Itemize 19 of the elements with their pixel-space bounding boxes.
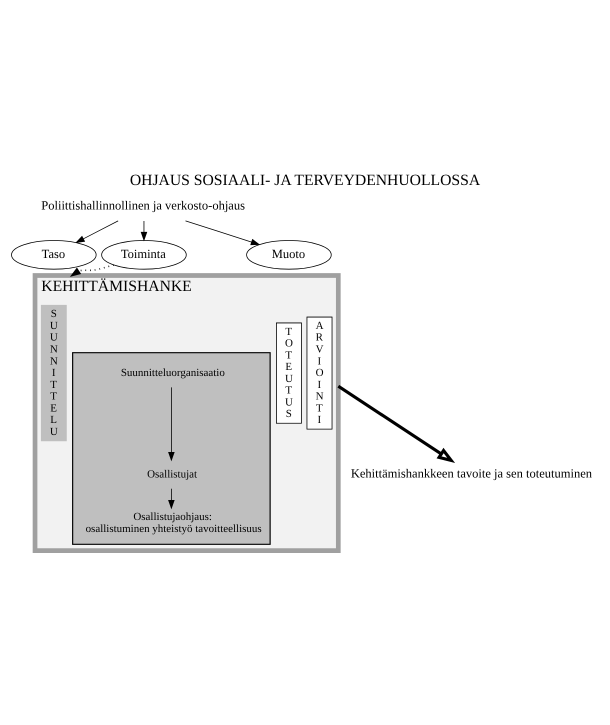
node-ellipse: Taso <box>11 240 97 270</box>
arrow <box>168 386 175 461</box>
node-text: Suunnitteluorganisaatio <box>120 366 225 378</box>
arrow <box>140 220 148 241</box>
node-text: Kehittämishankkeen tavoite ja sen toteutuminen <box>350 466 592 480</box>
node-text: Osallistujaohjaus: osallistuminen yhteistyö tavoitteellisuus <box>86 510 262 534</box>
arrow <box>185 220 260 245</box>
diagram-title: OHJAUS SOSIAALI- JA TERVEYDENHUOLLOSSA <box>130 171 480 188</box>
node-text: Poliittishallinnollinen ja verkosto-ohjaus <box>41 198 246 212</box>
node-box: SUUNNITTELU <box>40 304 67 441</box>
arrow <box>168 488 175 509</box>
node-ellipse: Toiminta <box>101 240 187 270</box>
node-text: Osallistujat <box>147 468 198 480</box>
arrow <box>75 220 119 243</box>
node-box: TOTEUTUS <box>276 322 302 424</box>
arrow <box>337 384 456 463</box>
node-box: ARVIOINTI <box>306 316 332 430</box>
node-ellipse: Muoto <box>246 240 332 270</box>
cluster <box>72 352 271 544</box>
